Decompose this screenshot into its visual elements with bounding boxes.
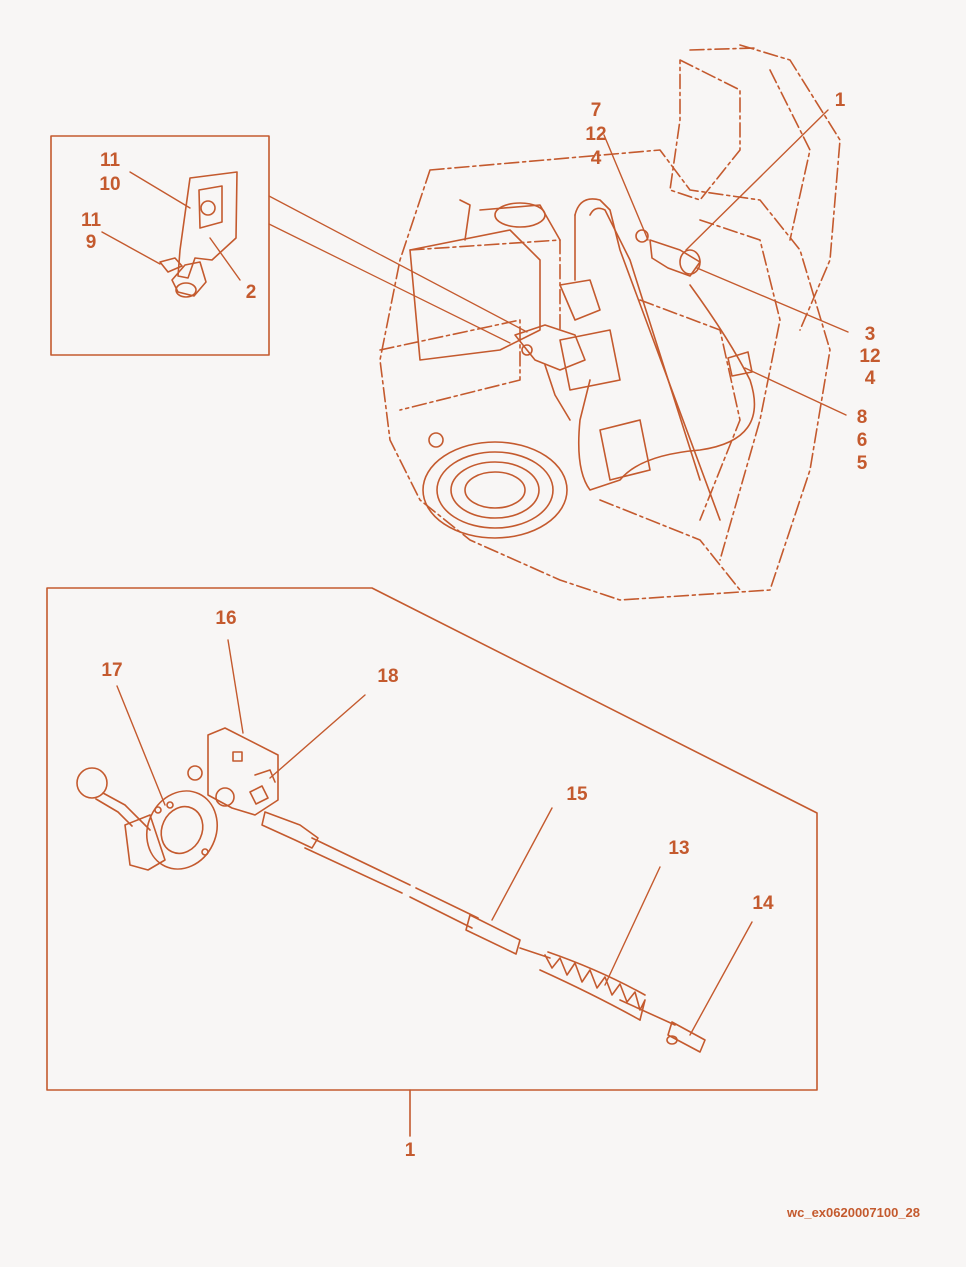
control-cable — [261, 811, 676, 1026]
engine-block — [409, 199, 651, 481]
throttle-cable — [577, 284, 756, 491]
callout-1-top: 1 — [834, 90, 846, 111]
callout-7: 7 — [590, 100, 602, 121]
engine-bracket — [514, 279, 601, 421]
callout-6: 6 — [856, 430, 868, 451]
callout-11: 11 — [80, 210, 102, 231]
handle-tube — [574, 198, 721, 521]
callout-15: 15 — [566, 784, 588, 805]
engine-assembly — [379, 44, 841, 601]
inset-leader-lines — [268, 195, 528, 344]
callout-1-bottom: 1 — [404, 1140, 416, 1161]
detail-inset-box — [50, 135, 270, 356]
throttle-lever-top — [635, 229, 701, 277]
callout-18: 18 — [377, 666, 399, 687]
callout-11: 11 — [99, 150, 121, 171]
inset-bracket — [159, 171, 238, 298]
engine-pulley — [422, 432, 568, 539]
callout-12: 12 — [859, 346, 881, 367]
callout-16: 16 — [215, 608, 237, 629]
callout-8: 8 — [856, 407, 868, 428]
callout-12: 12 — [585, 124, 607, 145]
callout-2: 2 — [245, 282, 257, 303]
callout-4: 4 — [864, 368, 876, 389]
callout-17: 17 — [101, 660, 123, 681]
mounting-ring — [146, 790, 218, 870]
callout-5: 5 — [856, 453, 868, 474]
callout-leaders-bottom — [116, 639, 753, 1036]
cable-end-fitting — [666, 1021, 706, 1053]
callout-9: 9 — [85, 232, 97, 253]
callout-leaders-top — [101, 109, 849, 416]
callout-13: 13 — [668, 838, 690, 859]
control-bracket — [187, 727, 279, 816]
cable-spring — [539, 951, 646, 1021]
figure-id: wc_ex0620007100_28 — [787, 1205, 921, 1220]
control-lever — [76, 767, 166, 871]
callout-14: 14 — [752, 893, 774, 914]
callout-10: 10 — [99, 174, 121, 195]
kit-box — [46, 587, 818, 1091]
callout-3: 3 — [864, 324, 876, 345]
cable-clamp — [727, 351, 753, 377]
callout-4: 4 — [590, 148, 602, 169]
